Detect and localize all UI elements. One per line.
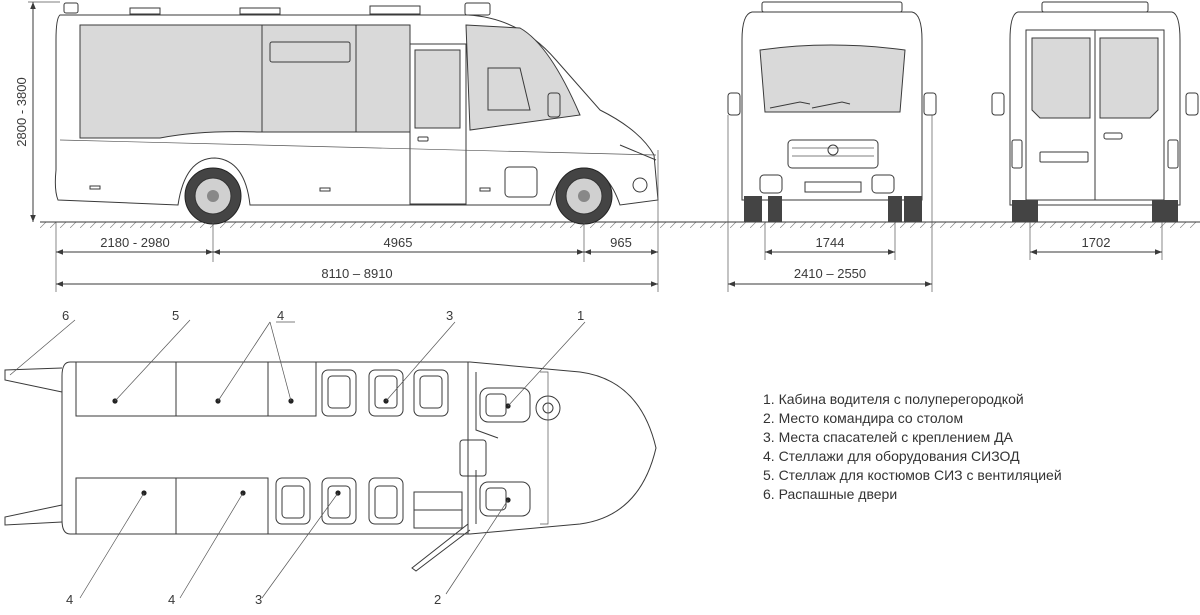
front-overhang-label: 965 [610, 235, 632, 250]
side-view-bus [54, 2, 659, 225]
legend-item-4: 4. Стеллажи для оборудования СИЗОД [763, 448, 1020, 464]
callout-6: 6 [62, 308, 69, 323]
legend-item-3: 3. Места спасателей с креплением ДА [763, 429, 1013, 445]
plan-leader-lines [9, 319, 586, 599]
front-view-dimensions: 1744 2410 – 2550 [727, 115, 933, 292]
ground-line [40, 221, 1200, 228]
callout-5: 5 [172, 308, 179, 323]
legend-item-6: 6. Распашные двери [763, 486, 898, 502]
callout-3-bottom: 3 [255, 592, 262, 607]
front-track-label: 1744 [816, 235, 845, 250]
rear-view-bus [991, 1, 1199, 222]
plan-view [4, 361, 657, 572]
legend: 1. Кабина водителя с полуперегородкой 2.… [763, 390, 1062, 504]
callout-2: 2 [434, 592, 441, 607]
callout-4-bottom-left: 4 [66, 592, 73, 607]
callout-4-top: 4 [277, 308, 284, 323]
rescuer-seats-bottom [275, 477, 404, 525]
width-label: 2410 – 2550 [794, 266, 866, 281]
legend-item-1: 1. Кабина водителя с полуперегородкой [763, 391, 1024, 407]
rear-track-label: 1702 [1082, 235, 1111, 250]
side-view-dimensions: 2800 - 3800 2180 - 2980 4965 965 8110 – … [14, 1, 659, 292]
height-label: 2800 - 3800 [14, 77, 29, 146]
commander-seat [479, 481, 531, 517]
front-view-bus [727, 1, 937, 222]
rescuer-seats-top [321, 369, 449, 417]
rear-overhang-label: 2180 - 2980 [100, 235, 169, 250]
callout-3-top: 3 [446, 308, 453, 323]
callout-1: 1 [577, 308, 584, 323]
callout-4-bottom-mid: 4 [168, 592, 175, 607]
total-length-label: 8110 – 8910 [321, 266, 392, 281]
wheelbase-label: 4965 [384, 235, 413, 250]
legend-item-5: 5. Стеллаж для костюмов СИЗ с вентиляцие… [763, 467, 1062, 483]
rear-view-dimensions: 1702 [1029, 222, 1163, 260]
legend-item-2: 2. Место командира со столом [763, 410, 964, 426]
